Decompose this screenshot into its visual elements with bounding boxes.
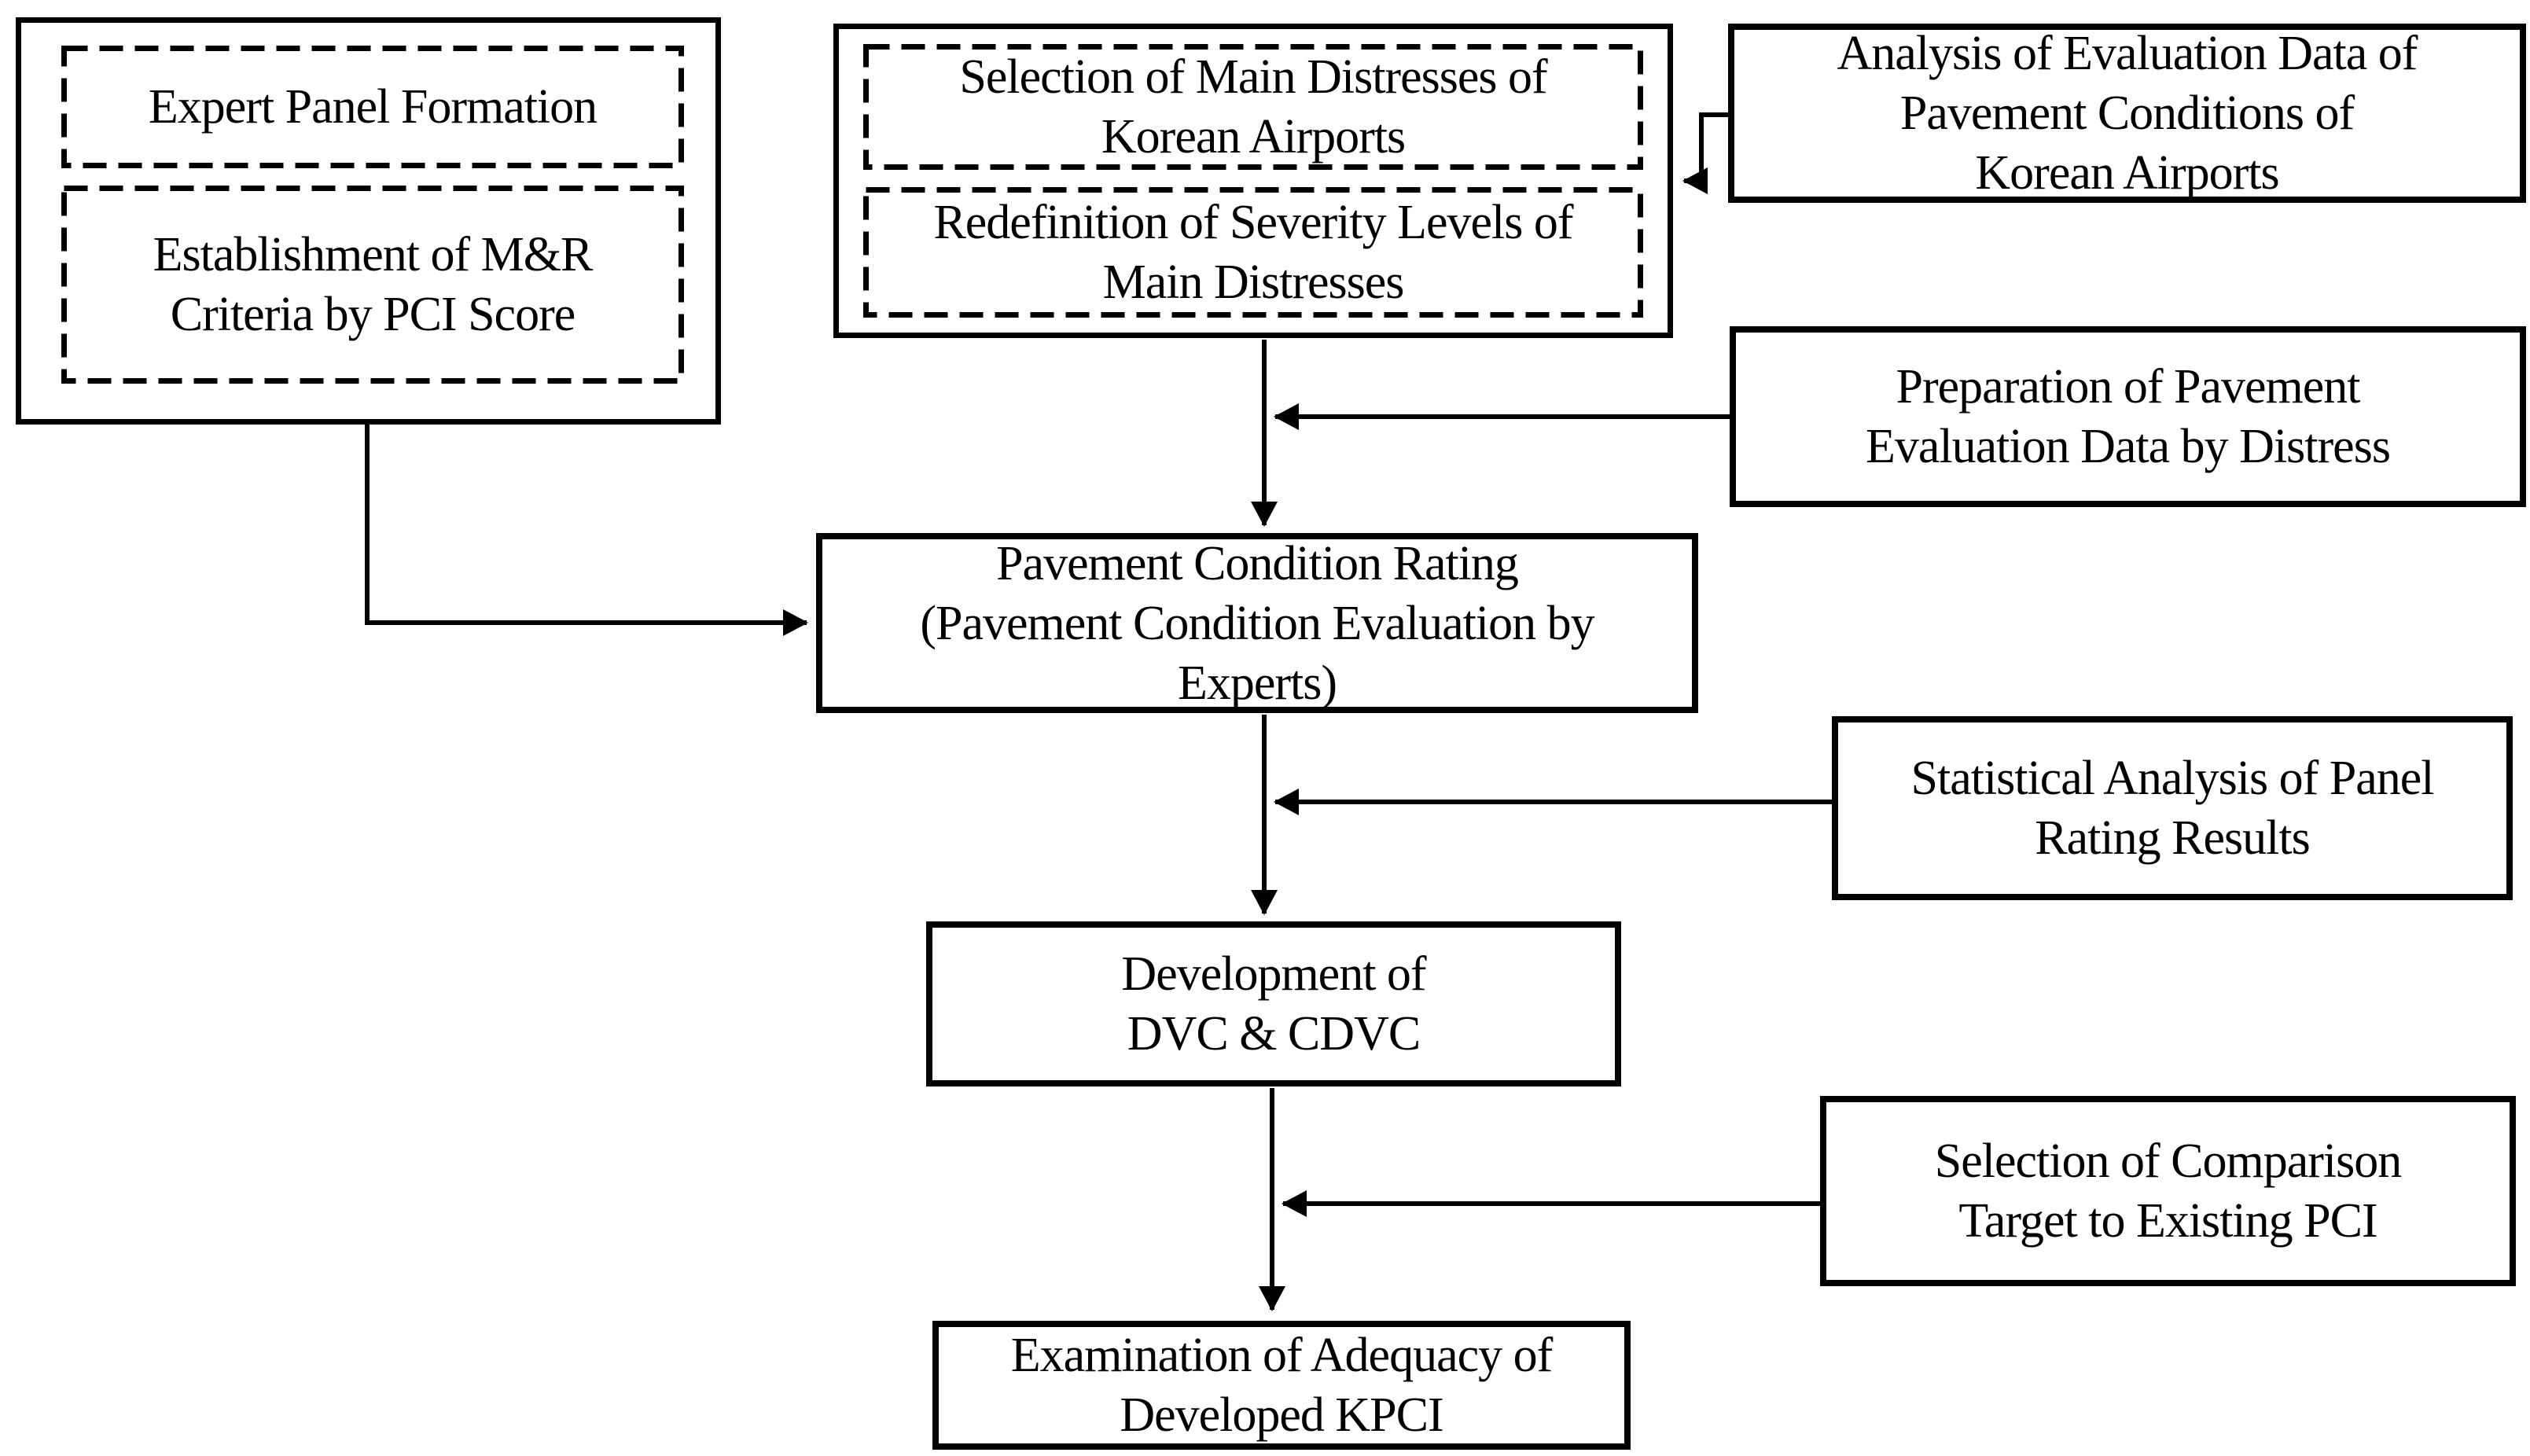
box-label-line: Main Distresses	[1102, 256, 1405, 309]
box-label-line: Selection of Main Distresses of	[959, 50, 1547, 104]
box-label-line: DVC & CDVC	[1127, 1007, 1421, 1061]
box-label-line: Establishment of M&R	[153, 228, 594, 281]
box-label-line: Development of	[1121, 947, 1426, 1001]
mr-criteria-box: Establishment of M&R Criteria by PCI Sco…	[61, 186, 684, 384]
examination-adequacy-box: Examination of Adequacy of Developed KPC…	[932, 1321, 1631, 1450]
arrow-expert-group-to-rating	[365, 425, 808, 636]
box-label-line: Expert Panel Formation	[148, 80, 598, 134]
box-label-line: Experts)	[1177, 656, 1337, 710]
box-label-line: Statistical Analysis of Panel	[1910, 752, 2435, 805]
expert-panel-group-box	[16, 17, 721, 425]
box-label-line: Korean Airports	[1975, 146, 2279, 200]
selection-comparison-box: Selection of Comparison Target to Existi…	[1820, 1096, 2516, 1286]
box-label-line: Korean Airports	[1101, 110, 1406, 164]
box-label-line: Pavement Condition Rating	[996, 536, 1519, 590]
box-label-line: (Pavement Condition Evaluation by	[920, 596, 1594, 650]
box-label-line: Target to Existing PCI	[1958, 1194, 2377, 1248]
selection-main-distresses-box: Selection of Main Distresses of Korean A…	[863, 44, 1643, 170]
box-label-line: Evaluation Data by Distress	[1866, 420, 2391, 473]
box-label-line: Pavement Conditions of	[1899, 86, 2355, 140]
pavement-condition-rating-box: Pavement Condition Rating (Pavement Cond…	[816, 533, 1698, 713]
box-label-line: Developed KPCI	[1120, 1388, 1443, 1442]
expert-panel-formation-box: Expert Panel Formation	[61, 46, 684, 168]
analysis-evaluation-box: Analysis of Evaluation Data of Pavement …	[1728, 24, 2526, 203]
arrow-analysis-to-distress-group	[1682, 112, 1728, 194]
box-label-line: Criteria by PCI Score	[170, 288, 576, 341]
development-dvc-box: Development of DVC & CDVC	[926, 921, 1621, 1086]
box-label-line: Examination of Adequacy of	[1010, 1329, 1554, 1382]
distress-definition-group-box	[833, 24, 1673, 338]
box-label-line: Preparation of Pavement	[1896, 360, 2361, 414]
box-label-line: Rating Results	[2035, 811, 2310, 865]
redefinition-severity-box: Redefinition of Severity Levels of Main …	[863, 187, 1643, 318]
box-label-line: Selection of Comparison	[1934, 1134, 2402, 1188]
box-label-line: Redefinition of Severity Levels of	[933, 196, 1573, 249]
statistical-analysis-box: Statistical Analysis of Panel Rating Res…	[1832, 716, 2513, 900]
preparation-data-box: Preparation of Pavement Evaluation Data …	[1730, 326, 2526, 507]
box-label-line: Analysis of Evaluation Data of	[1837, 27, 2418, 80]
